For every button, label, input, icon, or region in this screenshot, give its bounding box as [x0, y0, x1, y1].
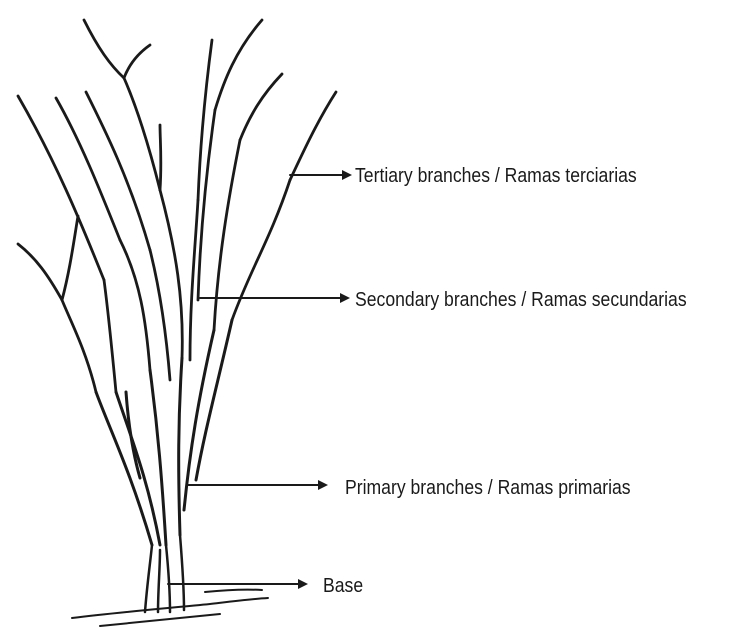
- tertiary-branches-label: Tertiary branches / Ramas terciarias: [355, 166, 637, 186]
- tertiary-branches: [18, 20, 336, 300]
- leader-arrows: [168, 175, 342, 584]
- secondary-branches: [62, 110, 290, 392]
- secondary-branches-label: Secondary branches / Ramas secundarias: [355, 290, 687, 310]
- plant-base: [145, 535, 184, 612]
- arrowheads: [298, 170, 352, 589]
- primary-branches: [96, 320, 232, 545]
- primary-branches-label: Primary branches / Ramas primarias: [345, 478, 631, 498]
- base-label: Base: [323, 576, 363, 596]
